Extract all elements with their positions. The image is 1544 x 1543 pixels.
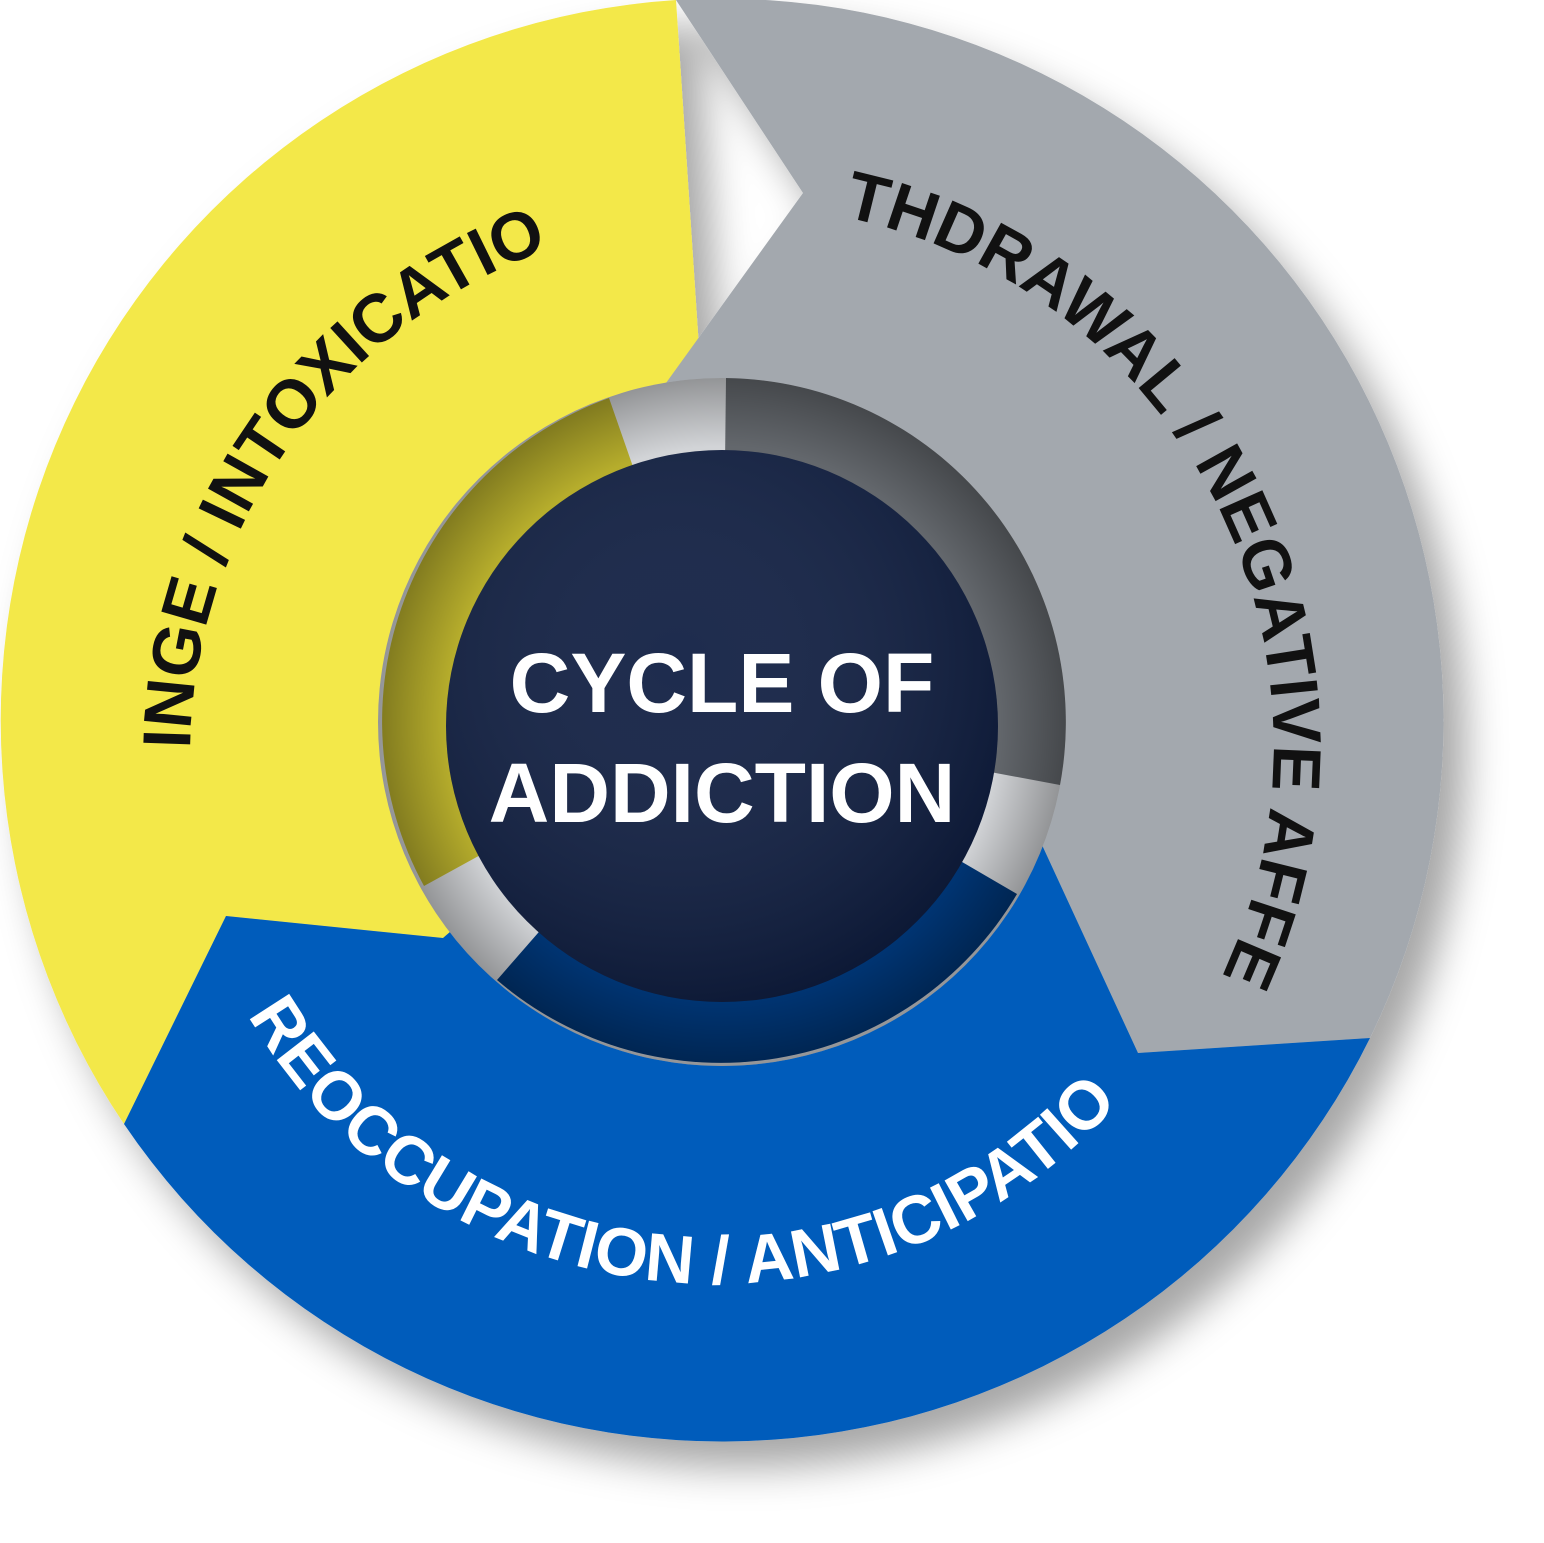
- center-title-line-2: ADDICTION: [489, 746, 956, 840]
- center-title-line-1: CYCLE OF: [510, 636, 935, 730]
- stage-segment-withdrawal: [666, 0, 1444, 1053]
- outer-ring: [0, 0, 1444, 1442]
- center-core: CYCLE OF ADDICTION: [446, 450, 998, 1002]
- stage-segment-preoccupation: [124, 696, 1370, 1442]
